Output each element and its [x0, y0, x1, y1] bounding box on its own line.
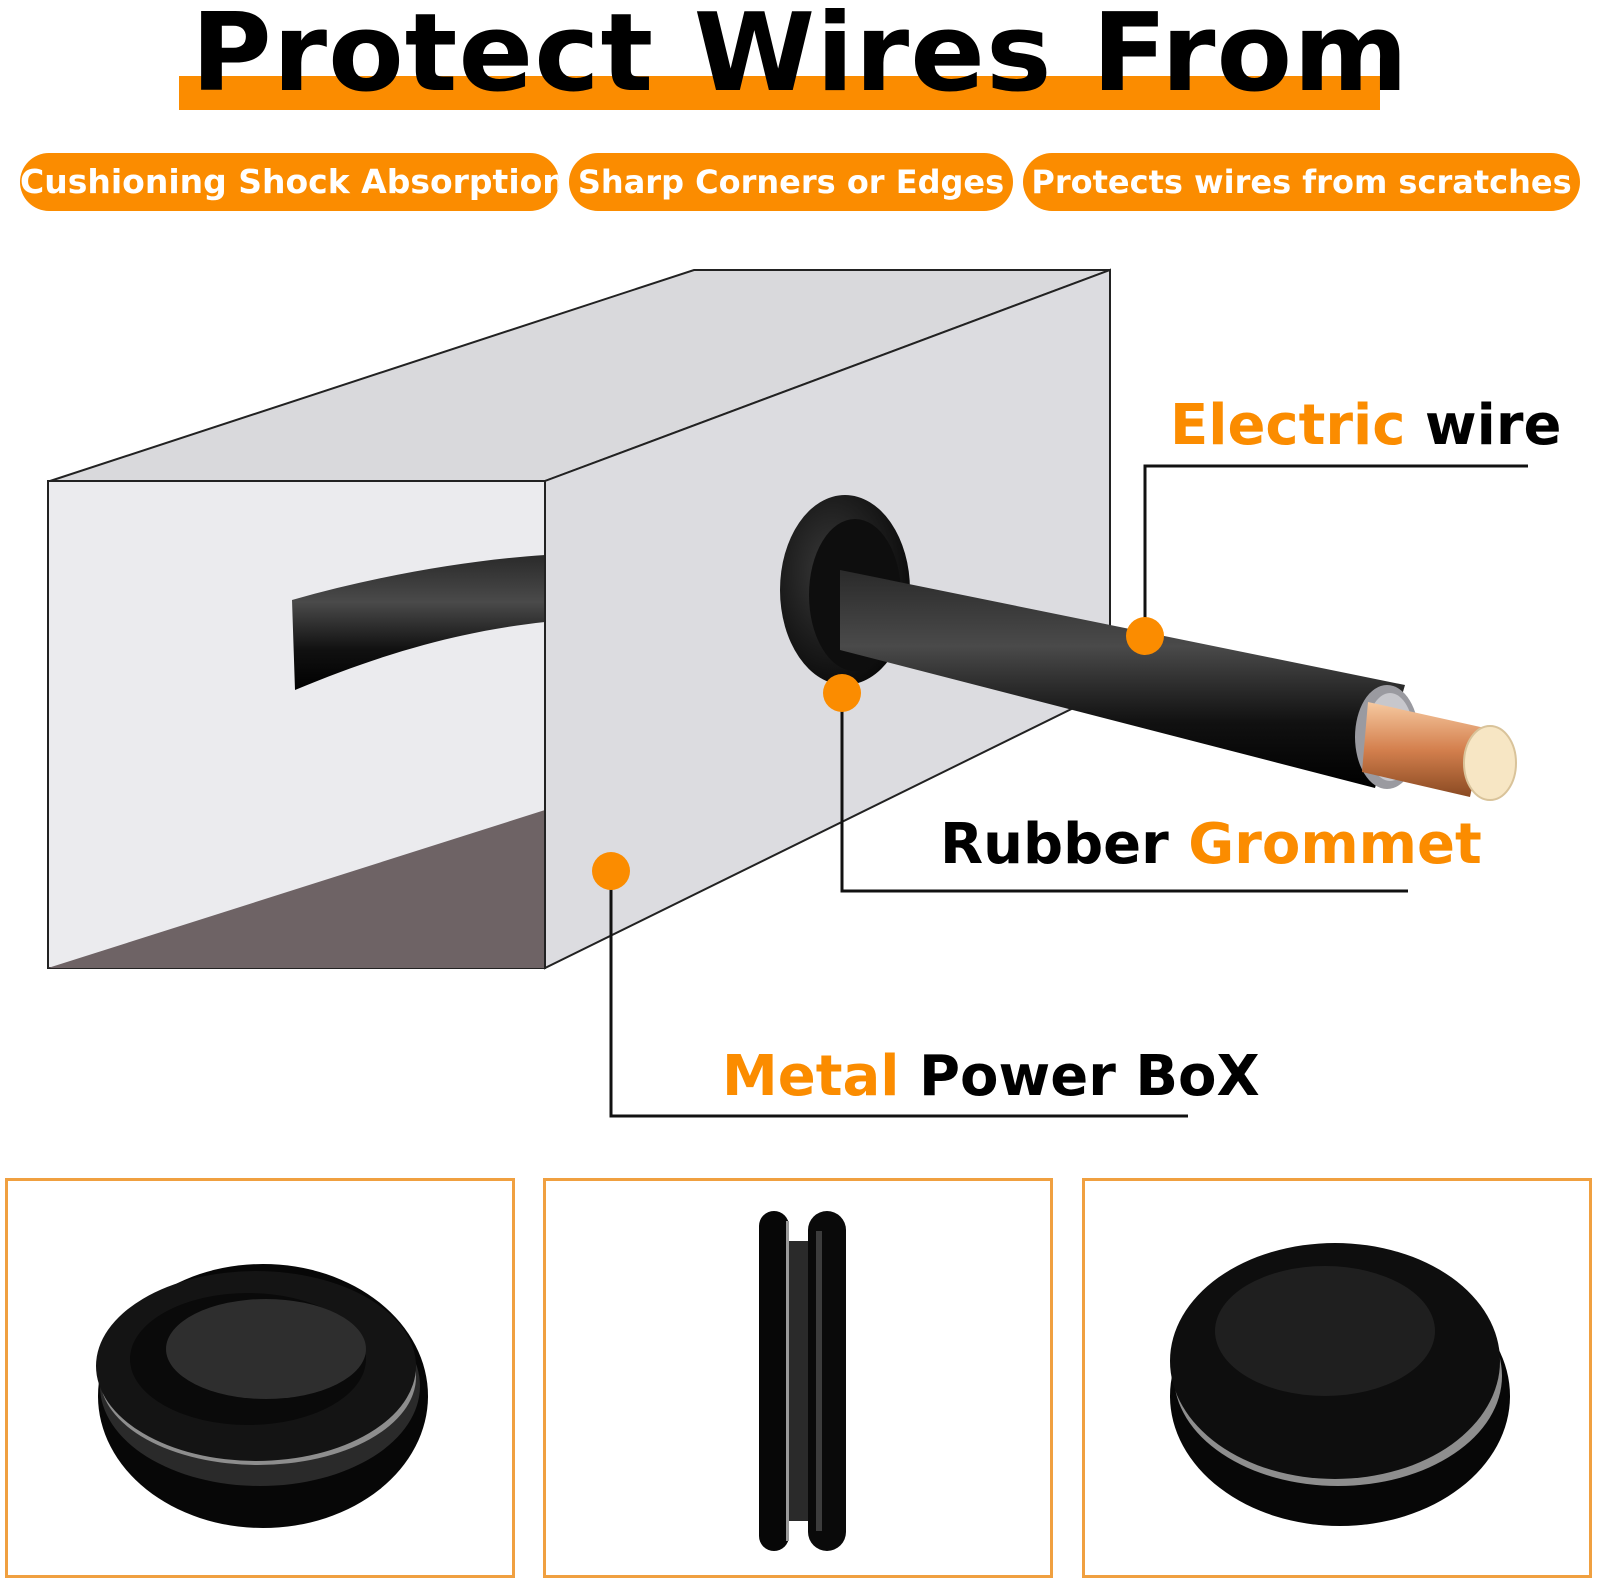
callout-rubber-grommet-text: Rubber — [940, 812, 1169, 877]
callout-rubber-grommet-accent: Grommet — [1188, 812, 1482, 877]
title-underline — [179, 76, 1380, 110]
callout-dot-grommet — [823, 674, 861, 712]
electric-wire — [840, 570, 1405, 788]
callout-dot-box — [592, 852, 630, 890]
feature-pill-cushioning: Cushioning Shock Absorption — [20, 153, 559, 211]
callout-electric-wire-accent: Electric — [1170, 393, 1406, 458]
callout-metal-power-box-accent: Metal — [722, 1044, 900, 1109]
callout-electric-wire-text: wire — [1424, 393, 1562, 458]
page-title: Protect Wires From — [190, 0, 1410, 116]
title-banner: Protect Wires From — [0, 0, 1600, 120]
callout-metal-power-box-text: Power BoX — [918, 1044, 1260, 1109]
panel-grommet-side — [543, 1178, 1053, 1578]
feature-pill-scratches: Protects wires from scratches — [1023, 153, 1580, 211]
panel-grommet-plug — [1082, 1178, 1592, 1578]
grommet-top-view-icon — [96, 1264, 428, 1528]
callout-rubber-grommet: Rubber Grommet — [940, 815, 1482, 875]
copper-core-end — [1463, 725, 1517, 801]
grommet-blind-plug-icon — [1170, 1243, 1510, 1526]
panel-grommet-top — [5, 1178, 515, 1578]
box-inner-floor — [48, 810, 545, 968]
inner-wire — [292, 555, 545, 690]
callout-dot-wire — [1126, 617, 1164, 655]
callout-metal-power-box: Metal Power BoX — [722, 1047, 1260, 1107]
power-box-illustration — [47, 268, 1528, 1118]
feature-pill-sharp-corners: Sharp Corners or Edges — [569, 153, 1013, 211]
grommet-side-view-icon — [759, 1211, 846, 1551]
callout-electric-wire: Electric wire — [1170, 396, 1561, 456]
copper-core — [1362, 702, 1485, 797]
